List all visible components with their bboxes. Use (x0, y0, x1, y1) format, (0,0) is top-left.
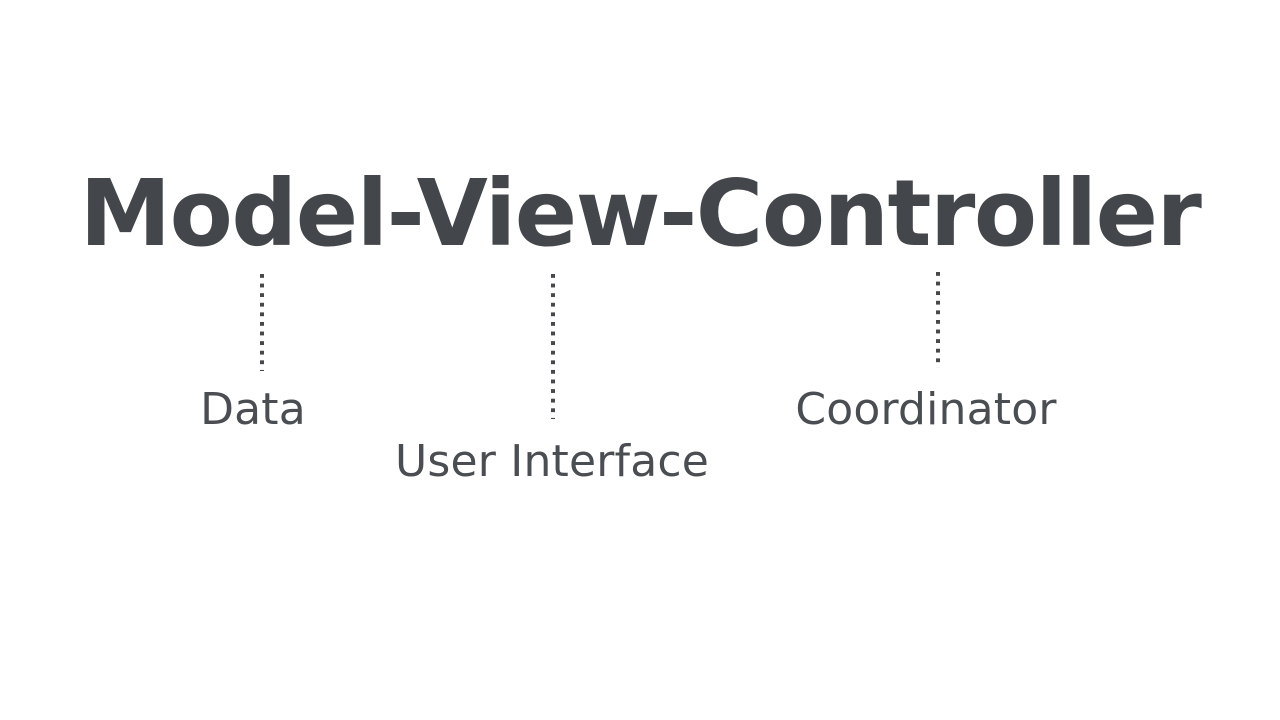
dotted-leader-line-controller (936, 272, 940, 368)
dotted-leader-line-model (260, 274, 264, 371)
annotation-label-model: Data (200, 384, 306, 435)
dotted-leader-line-view (551, 274, 555, 419)
page-title: Model-View-Controller (79, 160, 1202, 267)
annotation-label-controller: Coordinator (795, 384, 1057, 435)
annotation-label-view: User Interface (395, 436, 710, 487)
